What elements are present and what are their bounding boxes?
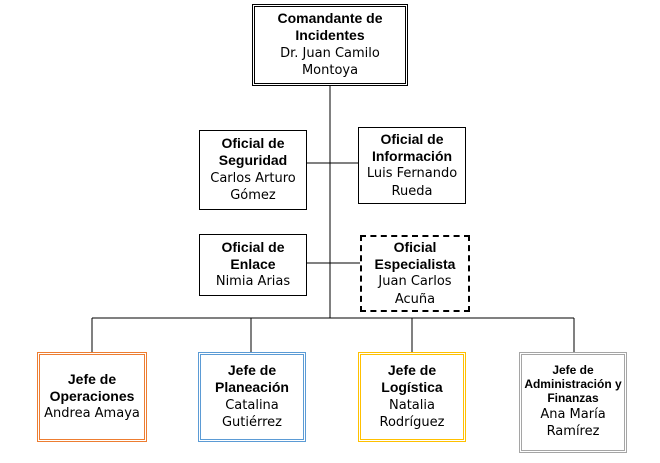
commander-name: Dr. Juan Camilo Montoya — [280, 45, 380, 79]
operations-chief-name: Andrea Amaya — [44, 406, 140, 422]
liaison-officer-title: Oficial de Enlace — [221, 239, 285, 273]
specialist-officer-name: Juan Carlos Acuña — [378, 274, 452, 307]
planning-chief-title: Jefe de Planeación — [215, 362, 289, 396]
planning-chief-box: Jefe de Planeación Catalina Gutiérrez — [198, 352, 306, 442]
operations-chief-box: Jefe de Operaciones Andrea Amaya — [37, 352, 147, 442]
finance-chief-title: Jefe de Administración y Finanzas — [524, 363, 622, 405]
logistics-chief-title: Jefe de Logística — [381, 362, 443, 396]
information-officer-box: Oficial de Información Luis Fernando Rue… — [358, 127, 466, 204]
finance-chief-name: Ana María Ramírez — [540, 406, 606, 440]
logistics-chief-name: Natalia Rodríguez — [379, 397, 445, 431]
specialist-officer-title: Oficial Especialista — [374, 238, 456, 272]
information-officer-name: Luis Fernando Rueda — [366, 166, 458, 199]
specialist-officer-box: Oficial Especialista Juan Carlos Acuña — [360, 235, 470, 312]
safety-officer-box: Oficial de Seguridad Carlos Arturo Gómez — [199, 130, 307, 210]
liaison-officer-name: Nimia Arias — [215, 274, 291, 290]
safety-officer-title: Oficial de Seguridad — [218, 135, 288, 169]
commander-title: Comandante de Incidentes — [277, 10, 383, 44]
information-officer-title: Oficial de Información — [371, 130, 453, 164]
liaison-officer-box: Oficial de Enlace Nimia Arias — [199, 234, 307, 296]
logistics-chief-box: Jefe de Logística Natalia Rodríguez — [358, 352, 466, 442]
safety-officer-name: Carlos Arturo Gómez — [210, 170, 296, 204]
commander-box: Comandante de Incidentes Dr. Juan Camilo… — [252, 4, 408, 86]
operations-chief-title: Jefe de Operaciones — [49, 371, 135, 405]
planning-chief-name: Catalina Gutiérrez — [221, 397, 283, 431]
finance-chief-box: Jefe de Administración y Finanzas Ana Ma… — [519, 352, 627, 453]
